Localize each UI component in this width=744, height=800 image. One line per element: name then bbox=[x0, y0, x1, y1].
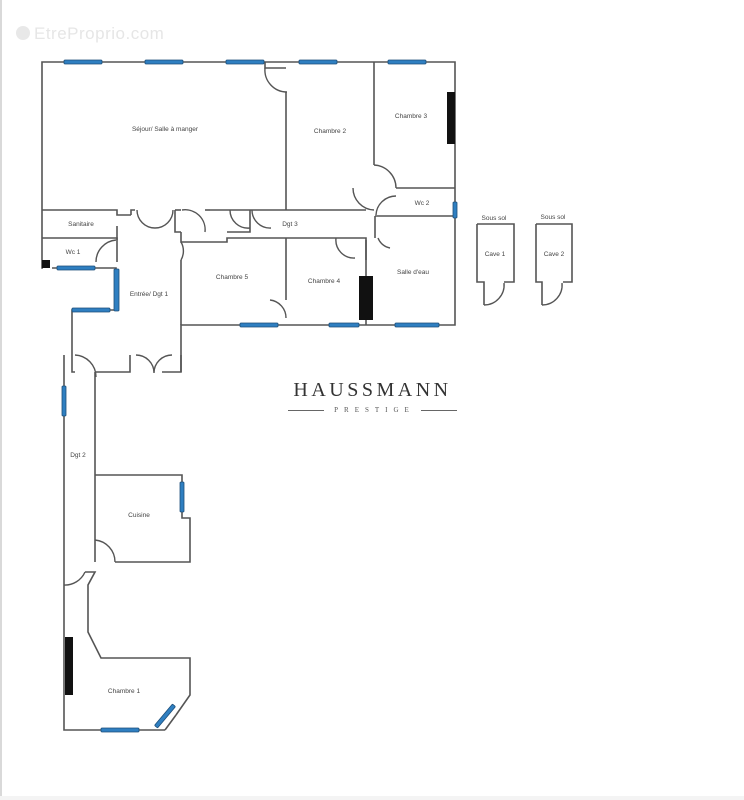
logo-subtitle: PRESTIGE bbox=[334, 406, 415, 414]
room-labels: Séjour/ Salle à manger Chambre 2 Chambre… bbox=[66, 113, 566, 695]
label-dgt-3: Dgt 3 bbox=[282, 221, 298, 228]
doors bbox=[63, 67, 397, 586]
label-chambre-4: Chambre 4 bbox=[308, 278, 341, 285]
caves bbox=[476, 223, 573, 306]
label-sous-sol-2: Sous sol bbox=[541, 214, 566, 221]
watermark: EtreProprio.com bbox=[16, 24, 164, 44]
label-chambre-5: Chambre 5 bbox=[216, 274, 249, 281]
label-cuisine: Cuisine bbox=[128, 512, 150, 519]
radiators bbox=[42, 92, 455, 695]
label-sanitaire: Sanitaire bbox=[68, 221, 94, 228]
label-chambre-3: Chambre 3 bbox=[395, 113, 428, 120]
logo-divider-left bbox=[288, 409, 325, 411]
image-border-bottom bbox=[0, 796, 744, 800]
label-sejour: Séjour/ Salle à manger bbox=[132, 126, 199, 133]
label-cave-2: Cave 2 bbox=[544, 251, 565, 258]
watermark-text: EtreProprio.com bbox=[34, 24, 165, 43]
label-dgt-2: Dgt 2 bbox=[70, 452, 86, 459]
logo-title: HAUSSMANN bbox=[293, 379, 452, 401]
label-chambre-2: Chambre 2 bbox=[314, 128, 347, 135]
label-sous-sol-1: Sous sol bbox=[482, 215, 507, 222]
label-salle-eau: Salle d'eau bbox=[397, 269, 429, 276]
label-entree-dgt-1: Entrée/ Dgt 1 bbox=[130, 291, 169, 298]
windows bbox=[56, 59, 458, 733]
label-chambre-1: Chambre 1 bbox=[108, 688, 141, 695]
label-wc-2: Wc 2 bbox=[415, 200, 430, 207]
label-wc-1: Wc 1 bbox=[66, 249, 81, 256]
logo-divider-right bbox=[420, 409, 457, 411]
haussmann-prestige-logo: HAUSSMANN PRESTIGE bbox=[280, 378, 465, 414]
logo-subtitle-row: PRESTIGE bbox=[280, 406, 465, 414]
image-border-left bbox=[0, 0, 2, 800]
registered-circle-icon bbox=[16, 26, 30, 40]
label-cave-1: Cave 1 bbox=[485, 251, 506, 258]
